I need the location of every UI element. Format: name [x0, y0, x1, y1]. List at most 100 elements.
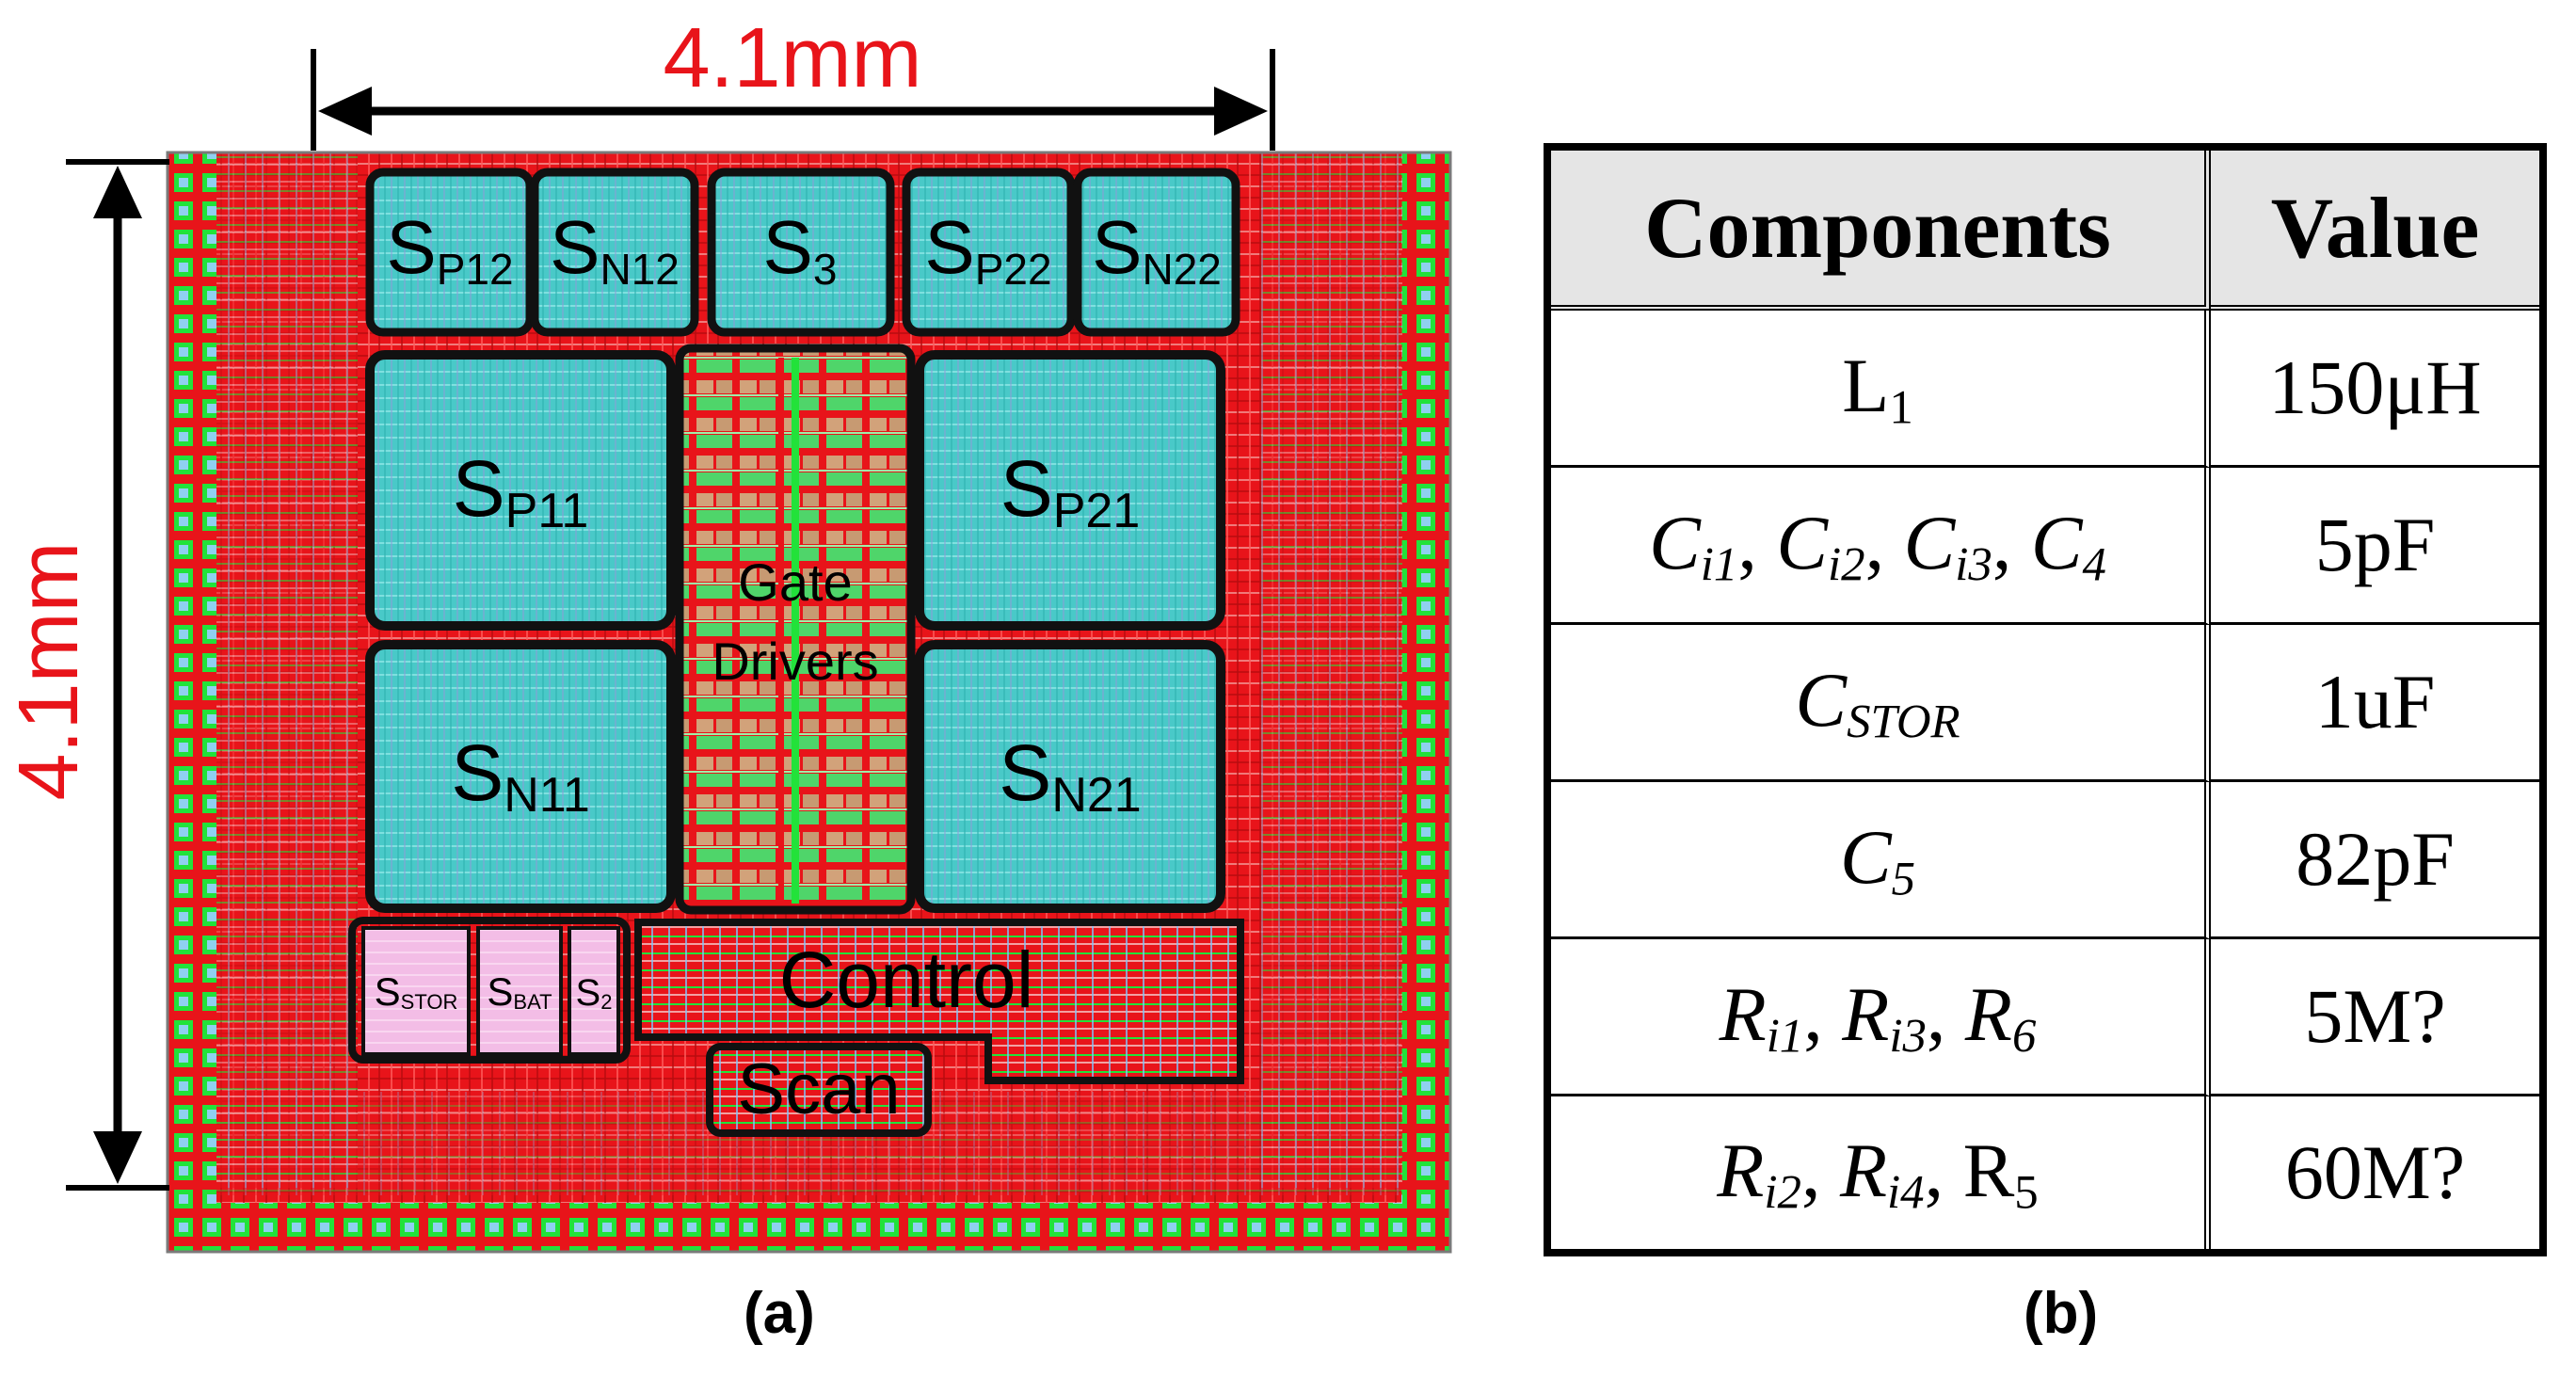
gate-drivers-label-1: Gate — [738, 552, 852, 612]
component-symbol: R — [1964, 970, 2012, 1057]
component-symbol: R — [1717, 1127, 1765, 1213]
component-subscript: STOR — [1847, 695, 1960, 748]
gate-drivers-label-2: Drivers — [712, 632, 878, 691]
value-cell: 5pF — [2211, 468, 2539, 625]
component-symbol: C — [1795, 656, 1848, 743]
component-subscript: i1 — [1766, 1009, 1804, 1063]
component-subscript: i1 — [1700, 537, 1738, 591]
component-symbol: C — [2030, 499, 2083, 585]
svg-text:S3: S3 — [763, 205, 838, 294]
component-subscript: i4 — [1887, 1165, 1925, 1219]
component-symbol: R — [1839, 1127, 1888, 1213]
svg-text:SN11: SN11 — [451, 728, 590, 823]
value-cell: 60M? — [2284, 1128, 2466, 1215]
block-sp11: SP11 — [365, 350, 676, 631]
block-scan: Scan — [706, 1043, 932, 1137]
svg-text:SSTOR: SSTOR — [375, 969, 458, 1014]
svg-text:SN12: SN12 — [550, 205, 680, 294]
component-subscript: 1 — [1889, 380, 1913, 434]
component-subscript: i2 — [1828, 537, 1865, 591]
component-symbol: R — [1719, 970, 1767, 1057]
component-subscript: 5 — [1891, 852, 1916, 905]
dim-left-arrow-top — [93, 166, 142, 218]
svg-text:SP21: SP21 — [1000, 444, 1141, 538]
caption-b: (b) — [2024, 1281, 2099, 1346]
component-subscript: i3 — [1889, 1009, 1927, 1063]
dim-left-arrow-bottom — [93, 1131, 142, 1184]
value-cell: 82pF — [2211, 782, 2539, 939]
component-symbol: C — [1903, 499, 1956, 585]
block-gate-drivers: Gate Drivers — [675, 344, 916, 915]
block-sp12: SP12 — [365, 168, 535, 337]
block-sn11: SN11 — [365, 640, 676, 913]
component-symbol: , — [1992, 499, 2031, 585]
svg-text:SN22: SN22 — [1092, 205, 1222, 294]
block-control: Control — [634, 919, 1244, 1084]
caption-a: (a) — [744, 1281, 815, 1346]
component-symbol: R — [1962, 1127, 2015, 1213]
left-io-cells — [216, 152, 358, 1188]
component-cell: CSTOR — [1551, 624, 2211, 782]
component-cell: L1 — [1551, 311, 2211, 468]
header-components: Components — [1551, 151, 2211, 311]
block-sstor-group — [348, 917, 631, 1064]
chip-layout-figure: 4.1mm 4.1mm SP12 SN12 S3 SP22 SN22 SP11 … — [2, 11, 1452, 1254]
component-cell: C5 — [1551, 781, 2211, 939]
block-sbat: SBAT — [476, 926, 563, 1056]
bottom-pad-ring — [168, 1203, 1450, 1252]
die-outline — [166, 151, 1452, 1254]
dim-top-label: 4.1mm — [663, 11, 921, 105]
value-cell: 1uF — [2211, 625, 2539, 782]
component-subscript: 4 — [2082, 537, 2106, 591]
component-symbol: R — [1842, 970, 1890, 1057]
block-sstor: SSTOR — [361, 926, 471, 1056]
svg-text:SP22: SP22 — [924, 205, 1051, 294]
block-sp22: SP22 — [902, 168, 1076, 337]
dim-top-arrow-left — [318, 87, 372, 136]
value-cell: 150μH — [2211, 311, 2539, 468]
component-symbol: , — [1737, 499, 1777, 585]
header-value: Value — [2211, 151, 2539, 311]
component-cell: Ri1, Ri3, R6 — [1551, 938, 2211, 1096]
component-subscript: i3 — [1955, 537, 1992, 591]
svg-text:SN21: SN21 — [999, 728, 1141, 823]
component-symbol: C — [1776, 499, 1829, 585]
component-symbol: , — [1803, 970, 1843, 1057]
component-subscript: 5 — [2014, 1165, 2039, 1219]
right-pad-ring — [1401, 152, 1450, 1252]
component-symbol: C — [1839, 813, 1892, 900]
component-subscript: 6 — [2011, 1009, 2037, 1063]
component-cell: Ri2, Ri4, R5 — [1551, 1096, 2211, 1249]
block-s3: S3 — [707, 168, 895, 337]
component-subscript: i2 — [1764, 1165, 1801, 1219]
svg-text:S2: S2 — [576, 972, 613, 1014]
block-sp21: SP21 — [915, 350, 1225, 631]
right-io-cells — [1261, 152, 1402, 1188]
component-symbol: C — [1649, 499, 1701, 585]
svg-text:SP12: SP12 — [386, 205, 513, 294]
value-cell: 5M? — [2211, 939, 2539, 1096]
component-symbol: , — [1924, 1127, 1963, 1213]
svg-text:SBAT: SBAT — [487, 969, 552, 1014]
component-symbol: L — [1842, 342, 1890, 428]
block-sn21: SN21 — [915, 640, 1225, 913]
component-symbol: , — [1926, 970, 1965, 1057]
svg-text:Control: Control — [779, 936, 1034, 1024]
left-pad-ring — [168, 152, 216, 1252]
block-s2: S2 — [568, 926, 620, 1056]
component-cell: Ci1, Ci2, Ci3, C4 — [1551, 467, 2211, 625]
block-sn12: SN12 — [530, 168, 699, 337]
dim-top-arrow-right — [1214, 87, 1268, 136]
component-symbol: , — [1864, 499, 1904, 585]
svg-text:SP11: SP11 — [453, 444, 589, 538]
svg-text:Scan: Scan — [737, 1049, 900, 1129]
dim-left-label: 4.1mm — [2, 541, 96, 800]
component-symbol: , — [1800, 1127, 1840, 1213]
